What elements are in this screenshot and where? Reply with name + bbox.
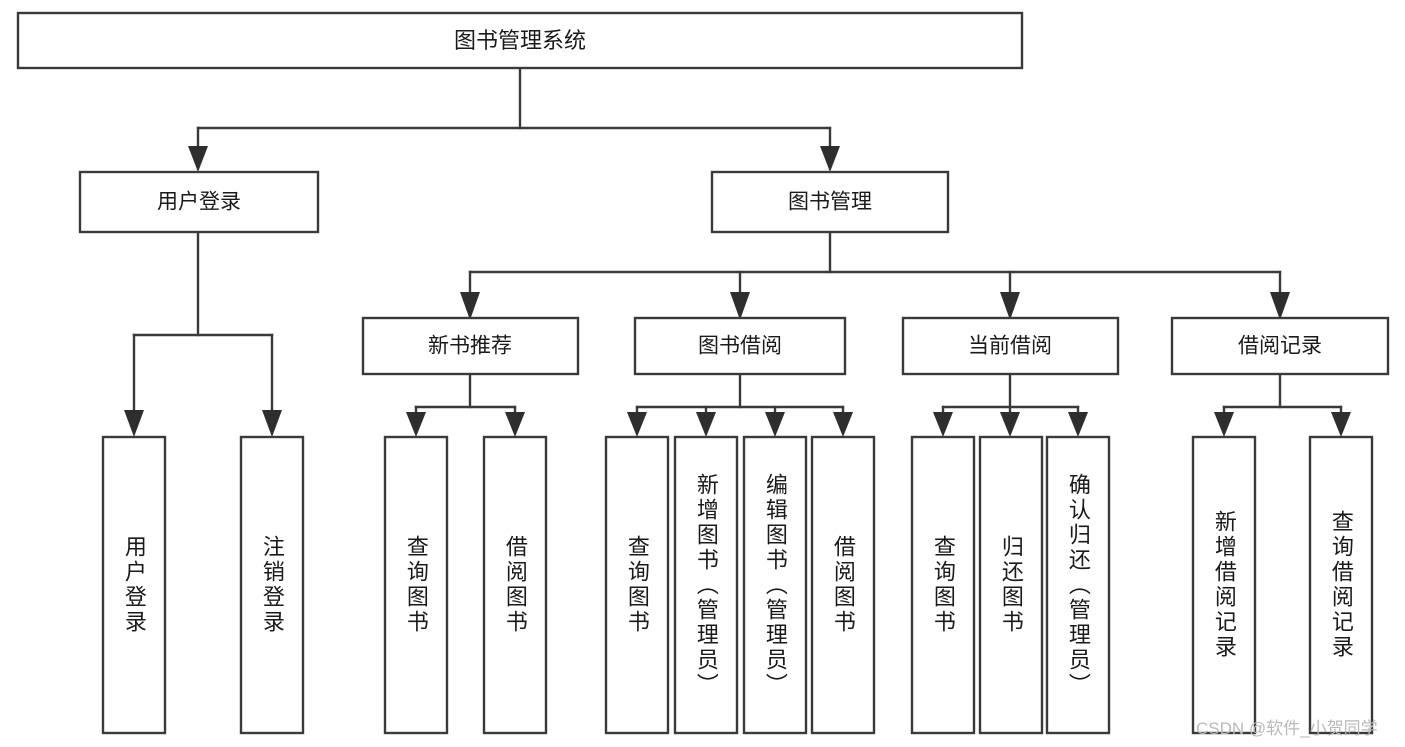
arrow-icon-leaf-query-book-recommend: [406, 412, 426, 437]
leaf-add-borrow-record[interactable]: [1191, 435, 1257, 735]
node-book-borrow-label: 图书借阅: [698, 335, 782, 358]
arrow-icon-current-borrow: [1000, 292, 1020, 320]
arrow-icon-book-management: [820, 146, 840, 172]
leaf-borrow-book-recommend[interactable]: [482, 435, 548, 735]
node-user-login-label: 用户登录: [157, 191, 241, 214]
leaf-add-book-admin[interactable]: [673, 435, 739, 735]
arrow-icon-leaf-return-book: [1000, 412, 1020, 437]
arrow-icon-leaf-confirm-return-admin: [1068, 412, 1088, 437]
node-new-book-recommend[interactable]: [361, 316, 580, 376]
arrow-icon-leaf-borrow-book: [833, 412, 853, 437]
arrow-icon-leaf-edit-book-admin: [765, 412, 785, 437]
leaf-query-book-borrow[interactable]: [604, 435, 670, 735]
node-layer: 图书管理系统 用户登录 图书管理 新书推荐 图书借阅 当前借阅 借阅记录: [16, 11, 1390, 735]
leaf-query-book-recommend[interactable]: [383, 435, 449, 735]
node-book-management-system-label: 图书管理系统: [454, 28, 586, 53]
node-current-borrow-label: 当前借阅: [968, 335, 1052, 358]
arrow-icon-borrow-record: [1270, 292, 1290, 320]
leaf-logout[interactable]: [239, 435, 305, 735]
watermark-text: CSDN @软件_小贺同学: [1196, 719, 1378, 738]
leaf-confirm-return-admin[interactable]: [1045, 435, 1111, 735]
arrow-icon-new-book-recommend: [460, 292, 480, 320]
leaf-query-borrow-record[interactable]: [1308, 435, 1374, 735]
arrow-icon-leaf-logout: [262, 410, 282, 437]
node-book-borrow[interactable]: [633, 316, 847, 376]
arrow-icon-leaf-query-book-borrow: [627, 412, 647, 437]
arrow-icon-leaf-query-borrow-record: [1331, 412, 1351, 437]
arrow-icon-leaf-borrow-book-recommend: [505, 412, 525, 437]
leaf-user-login[interactable]: [101, 435, 167, 735]
node-new-book-recommend-label: 新书推荐: [428, 335, 512, 358]
leaf-return-book[interactable]: [978, 435, 1044, 735]
connector-layer: [124, 66, 1351, 437]
arrow-icon-book-borrow: [730, 292, 750, 320]
node-user-login[interactable]: [78, 170, 320, 234]
node-book-management-label: 图书管理: [788, 191, 872, 214]
leaf-borrow-book[interactable]: [810, 435, 876, 735]
arrow-icon-leaf-add-book-admin: [696, 412, 716, 437]
node-current-borrow[interactable]: [901, 316, 1120, 376]
node-book-management[interactable]: [710, 170, 950, 234]
leaf-edit-book-admin[interactable]: [742, 435, 808, 735]
arrow-icon-leaf-user-login: [124, 410, 144, 437]
leaf-query-book-current[interactable]: [910, 435, 976, 735]
arrow-icon-leaf-query-book-current: [933, 412, 953, 437]
arrow-icon-leaf-add-borrow-record: [1214, 412, 1234, 437]
node-borrow-record[interactable]: [1170, 316, 1390, 376]
node-borrow-record-label: 借阅记录: [1238, 335, 1322, 358]
arrow-icon-user-login: [188, 146, 208, 172]
node-book-management-system[interactable]: [16, 11, 1024, 70]
